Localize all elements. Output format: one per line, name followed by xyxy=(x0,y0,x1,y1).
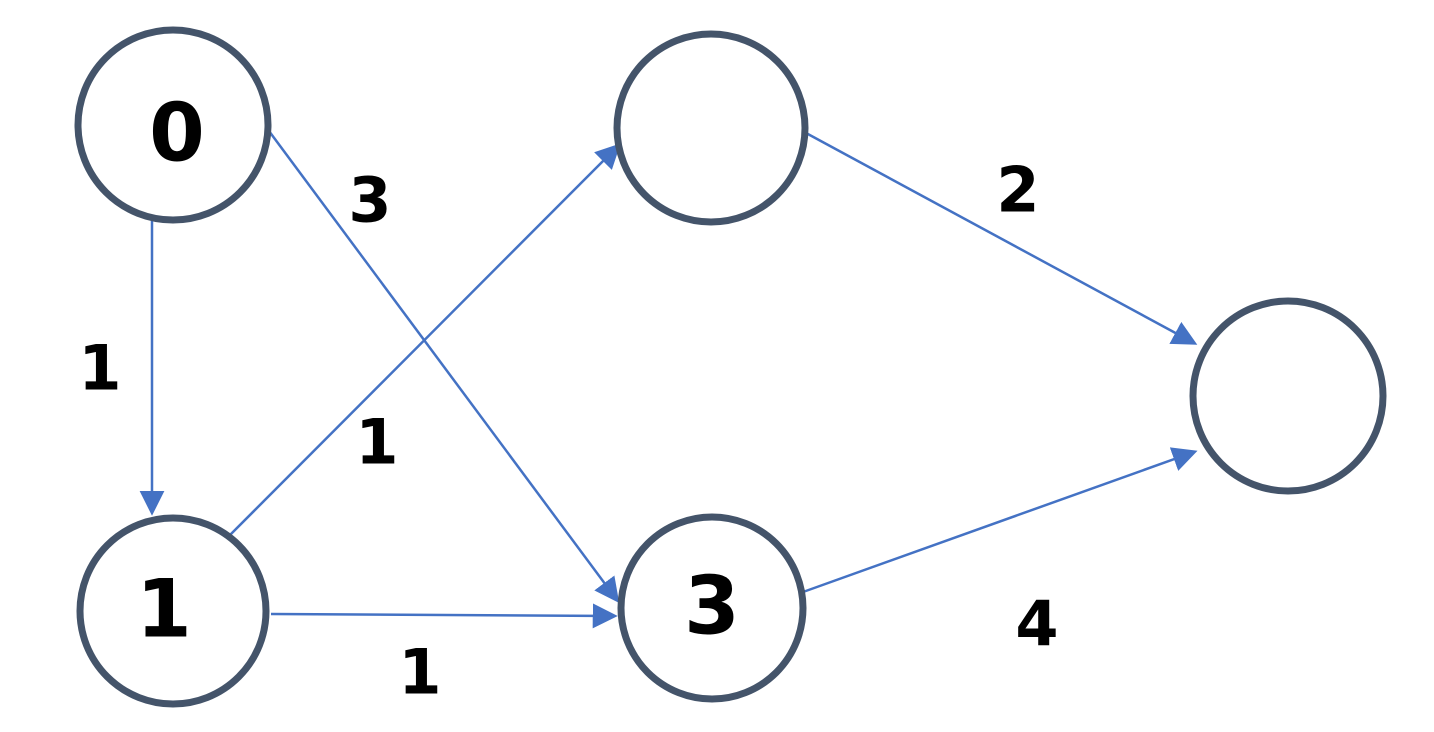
edge-weight-label-node-1-to-node-top: 1 xyxy=(355,406,398,479)
edge-weight-label-node-1-to-node-3: 1 xyxy=(398,636,441,709)
graph-node-0-label: 0 xyxy=(149,87,205,180)
graph-node-right xyxy=(1189,297,1387,495)
graph-node-1 xyxy=(76,514,270,708)
graph-node-top xyxy=(613,30,809,226)
graph-node-3-label: 3 xyxy=(684,560,740,653)
edge-weight-label-node-0-to-node-3: 3 xyxy=(348,164,391,237)
edge-node-1-to-node-3 xyxy=(270,603,618,629)
edge-weight-label-node-3-to-node-right: 4 xyxy=(1015,588,1058,661)
edge-node-3-to-node-right xyxy=(802,447,1198,594)
edge-weight-label-node-top-to-node-right: 2 xyxy=(996,154,1039,227)
graph-node-0 xyxy=(74,26,272,224)
edge-node-top-to-node-right xyxy=(805,131,1198,345)
graph-node-1-label: 1 xyxy=(136,563,192,656)
edge-node-0-to-node-3 xyxy=(264,126,620,604)
edge-node-1-to-node-top xyxy=(227,143,621,538)
edge-weight-label-node-0-to-node-1: 1 xyxy=(78,332,121,405)
graph-node-3 xyxy=(617,513,807,703)
